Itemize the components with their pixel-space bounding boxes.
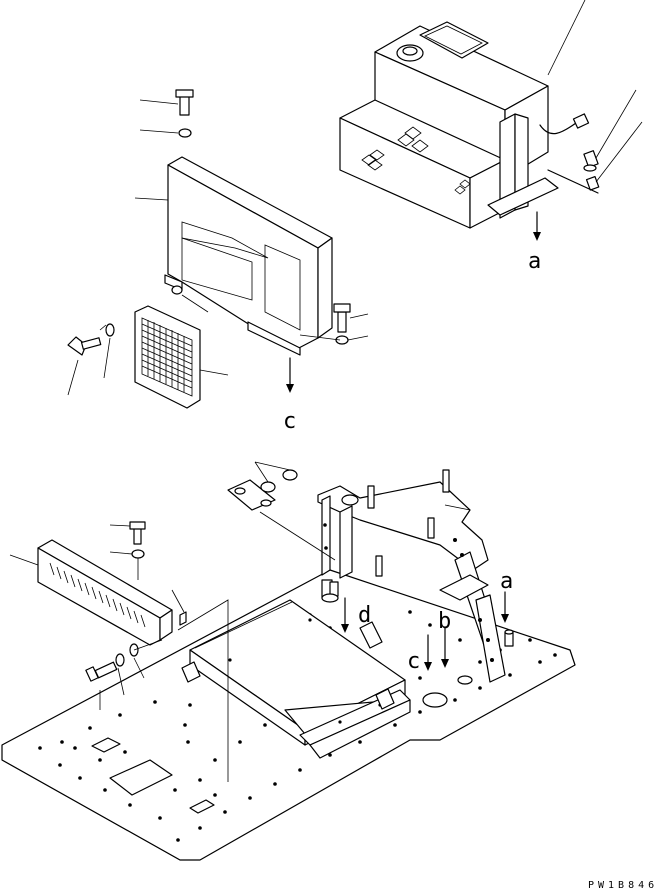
reference-label-a: a: [528, 249, 541, 274]
reference-label-c-floor: c: [407, 649, 420, 674]
link-arm: [227, 461, 339, 603]
reference-label-c-cover: c: [283, 409, 296, 434]
controller-unit: [339, 0, 643, 241]
reference-label-b: b: [438, 609, 451, 634]
floor-plate-assembly: [1, 569, 576, 861]
reference-label-a-floor: a: [500, 569, 513, 594]
drawing-code: PW1B846: [588, 880, 658, 891]
reference-arrows: [341, 591, 509, 671]
reference-label-d: d: [358, 603, 371, 628]
cover-assembly: [67, 89, 369, 409]
slotted-guard: [9, 521, 229, 782]
bracket-frame: [317, 469, 514, 683]
